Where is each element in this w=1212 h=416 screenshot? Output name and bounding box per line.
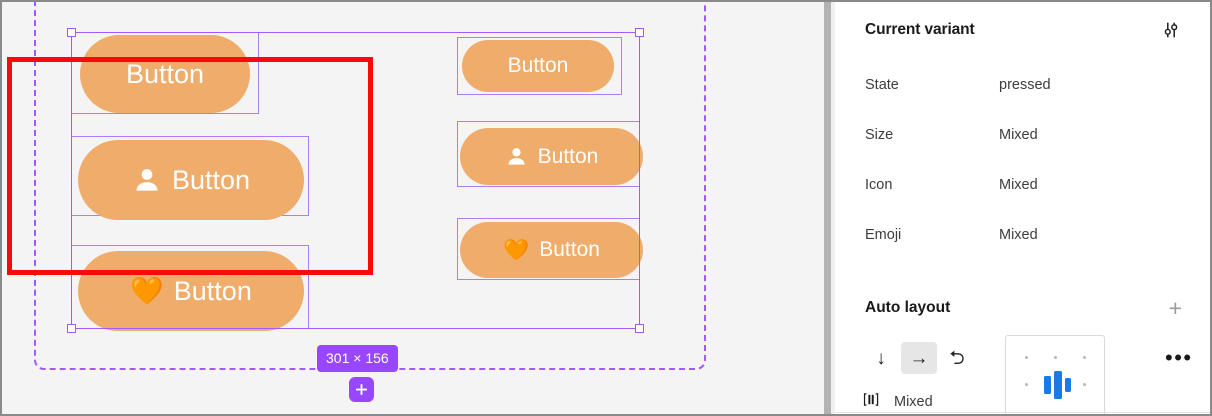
align-preview-bar <box>1054 371 1062 399</box>
design-canvas[interactable]: Button Button 🧡 Button Button <box>2 2 824 414</box>
align-dot[interactable] <box>1083 383 1086 386</box>
auto-layout-title: Auto layout <box>865 299 951 316</box>
orange-heart-icon: 🧡 <box>503 238 530 262</box>
plus-icon[interactable]: + <box>1168 294 1182 321</box>
button-label: Button <box>507 54 569 77</box>
button-label: Button <box>537 144 599 168</box>
panel-gutter <box>831 2 835 414</box>
selection-bounding-box[interactable] <box>67 28 644 333</box>
spacing-value[interactable]: Mixed <box>894 393 933 410</box>
button-small-person[interactable]: Button <box>460 128 643 185</box>
more-horizontal-icon[interactable]: ••• <box>1165 345 1193 370</box>
component-outline-small-plain[interactable] <box>457 37 622 95</box>
button-large-heart[interactable]: 🧡 Button <box>78 251 304 331</box>
property-value[interactable]: Mixed <box>999 127 1038 143</box>
alignment-grid[interactable] <box>1005 335 1105 414</box>
direction-button-group: ↓ → ⮌ <box>863 342 975 374</box>
property-row-emoji[interactable]: Emoji Mixed <box>835 210 1210 260</box>
orange-heart-icon: 🧡 <box>130 275 164 306</box>
align-dot[interactable] <box>1054 356 1057 359</box>
align-dot[interactable] <box>1025 383 1028 386</box>
button-large-plain[interactable]: Button <box>80 35 250 113</box>
property-row-state[interactable]: State pressed <box>835 60 1210 110</box>
property-name: Size <box>865 127 894 143</box>
align-dot[interactable] <box>1025 356 1028 359</box>
spacing-icon <box>863 392 882 411</box>
align-dot[interactable] <box>1083 356 1086 359</box>
button-large-person[interactable]: Button <box>78 140 304 220</box>
arrow-right-icon[interactable]: → <box>901 342 937 374</box>
resize-handle-top-right[interactable] <box>635 28 644 37</box>
auto-layout-header: Auto layout + <box>835 286 1210 330</box>
resize-handle-bottom-right[interactable] <box>635 324 644 333</box>
auto-layout-body: ↓ → ⮌ Mixed <box>835 332 1210 414</box>
property-name: Emoji <box>865 227 902 243</box>
property-value[interactable]: Mixed <box>999 177 1038 193</box>
button-small-plain[interactable]: Button <box>462 40 614 92</box>
property-name: State <box>865 77 899 93</box>
canvas-vertical-scrollbar[interactable] <box>824 2 831 414</box>
button-label: Button <box>171 164 251 195</box>
resize-handle-top-left[interactable] <box>67 28 76 37</box>
variant-property-list: State pressed Size Mixed Icon Mixed Emoj… <box>835 60 1210 260</box>
wrap-icon[interactable]: ⮌ <box>949 347 965 369</box>
arrow-down-icon[interactable]: ↓ <box>876 347 886 369</box>
property-name: Icon <box>865 177 893 193</box>
align-preview-bar <box>1065 378 1071 392</box>
person-icon <box>505 145 528 168</box>
button-label: Button <box>125 58 205 89</box>
button-label: Button <box>539 238 600 261</box>
property-value[interactable]: pressed <box>999 77 1051 93</box>
person-icon <box>132 165 162 195</box>
align-preview-bar <box>1044 376 1051 394</box>
button-label: Button <box>173 275 252 306</box>
add-item-button[interactable] <box>349 377 374 402</box>
button-small-heart[interactable]: 🧡 Button <box>460 222 643 278</box>
panel-bottom-divider <box>835 412 1210 413</box>
property-row-icon[interactable]: Icon Mixed <box>835 160 1210 210</box>
property-row-size[interactable]: Size Mixed <box>835 110 1210 160</box>
plus-icon <box>356 384 367 395</box>
current-variant-header: Current variant <box>835 2 1210 58</box>
selection-size-badge: 301 × 156 <box>317 345 398 372</box>
sliders-icon[interactable] <box>1160 19 1182 41</box>
resize-handle-bottom-left[interactable] <box>67 324 76 333</box>
spacing-row[interactable]: Mixed <box>863 392 933 411</box>
property-value[interactable]: Mixed <box>999 227 1038 243</box>
panel-title: Current variant <box>865 21 975 38</box>
